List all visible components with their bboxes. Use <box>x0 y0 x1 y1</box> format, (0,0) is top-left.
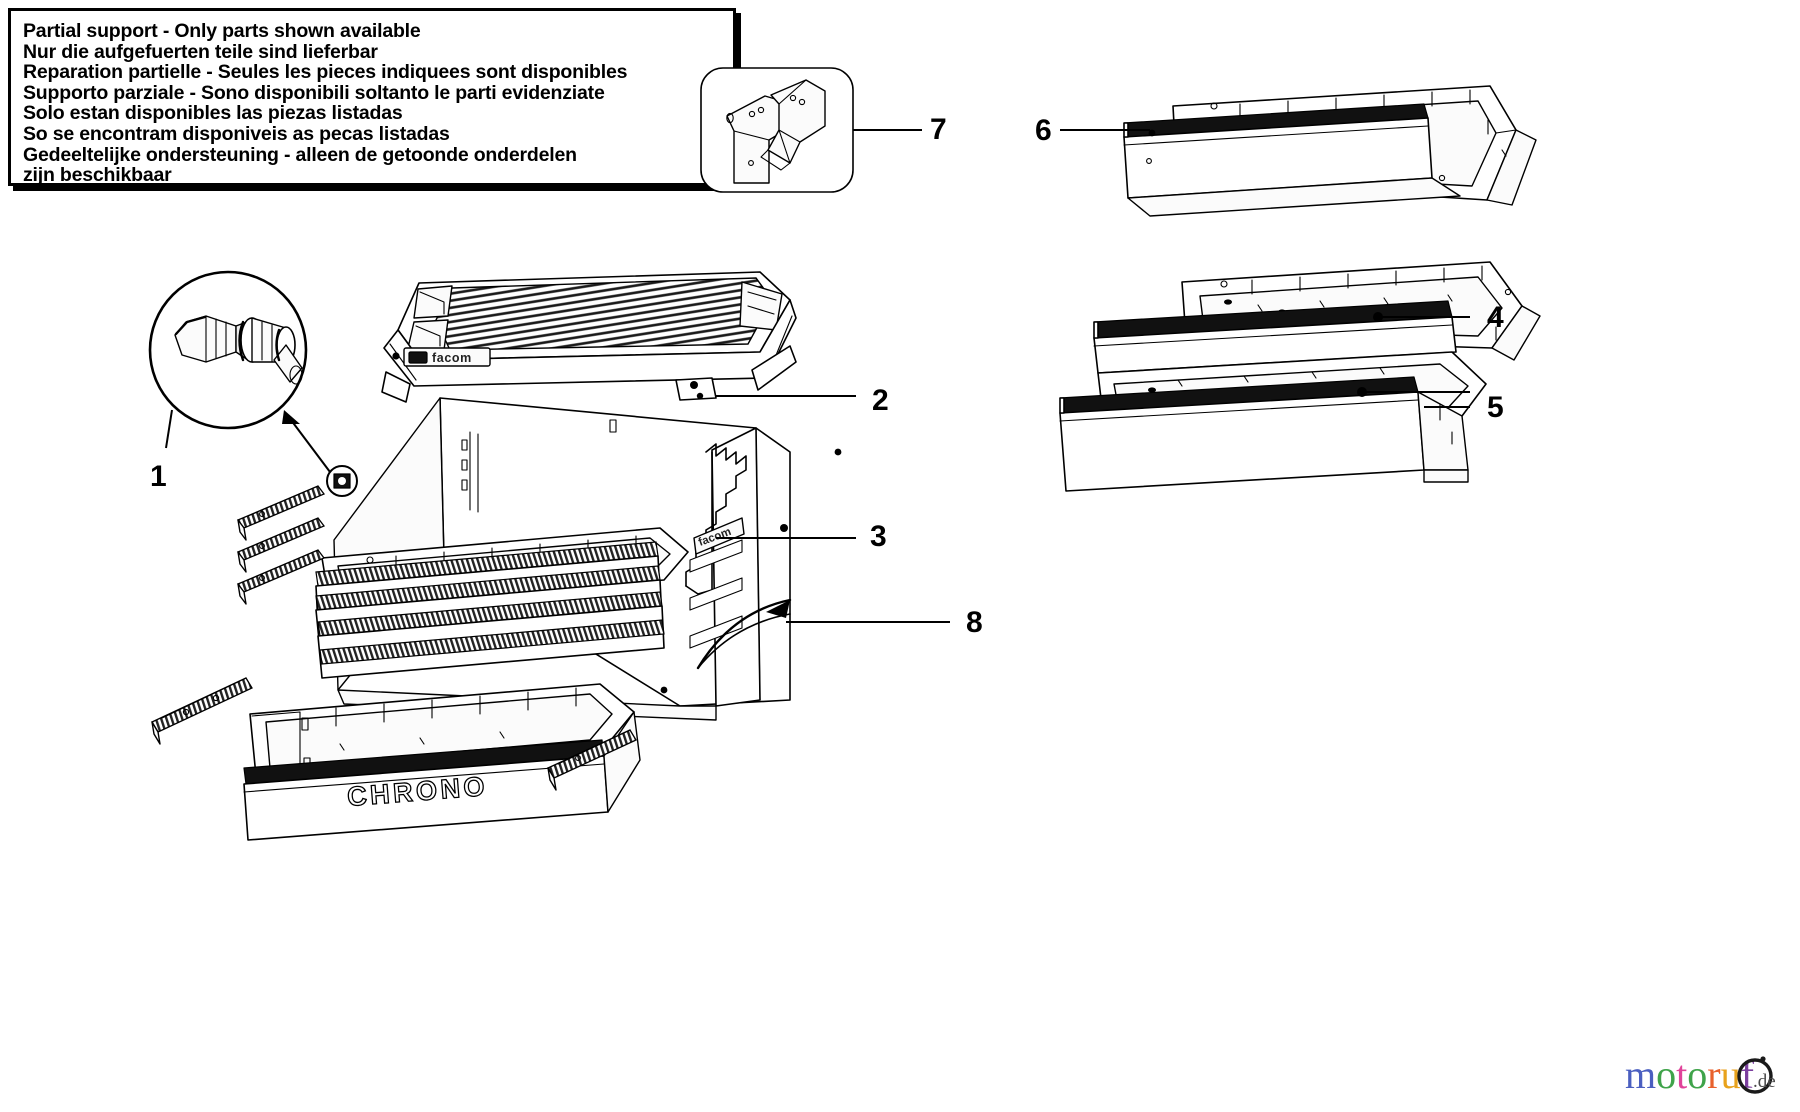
drawer-slide-rails-group <box>151 485 637 791</box>
wm-circle-icon <box>1737 1056 1773 1094</box>
callout-1: 1 <box>150 460 167 493</box>
partial-support-notice: Partial support - Only parts shown avail… <box>8 8 736 186</box>
wm-letter-o2: o <box>1687 1052 1708 1097</box>
callout-2: 2 <box>872 384 889 417</box>
worktop-facom-logo: facom <box>432 351 472 365</box>
notice-line-nl-2: zijn beschikbaar <box>23 164 172 187</box>
notice-line-es: Solo estan disponibles las piezas listad… <box>23 102 403 125</box>
wm-letter-r: r <box>1707 1052 1721 1097</box>
part-4-shallow-drawer-group <box>1093 261 1541 374</box>
part-5-deep-drawer-group <box>1059 351 1487 492</box>
notice-text-block: Partial support - Only parts shown avail… <box>11 11 733 186</box>
cabinet-facom-logo: facom <box>693 517 745 555</box>
wm-letter-u: u <box>1720 1052 1741 1097</box>
callout-8: 8 <box>966 606 983 639</box>
wm-letter-t: t <box>1676 1052 1688 1097</box>
callout-4: 4 <box>1487 301 1504 334</box>
cabinet-lock-icon <box>326 465 358 497</box>
callout-5: 5 <box>1487 391 1504 424</box>
part-2-worktop-group: facom <box>381 271 856 403</box>
part-6-drawer-frame-group <box>1060 85 1537 217</box>
notice-line-en: Partial support - Only parts shown avail… <box>23 20 421 42</box>
wm-letter-o1: o <box>1656 1052 1677 1097</box>
notice-line-pt: So se encontram disponiveis as pecas lis… <box>23 122 450 145</box>
wm-letter-m: m <box>1625 1052 1657 1097</box>
notice-line-nl-1: Gedeeltelijke ondersteuning - alleen de … <box>23 143 577 166</box>
wm-suffix: .de <box>1753 1071 1776 1092</box>
callout-3: 3 <box>870 520 887 553</box>
part-8-side-trim-group <box>696 598 950 670</box>
part-1-lock-detail-group <box>148 270 331 473</box>
cabinet-drawer-stack: CHRONO <box>243 527 689 841</box>
callout-7: 7 <box>930 113 947 146</box>
callout-6: 6 <box>1035 114 1052 147</box>
notice-line-fr: Reparation partielle - Seules les pieces… <box>23 61 628 84</box>
notice-line-de: Nur die aufgefuerten teile sind lieferba… <box>23 40 378 63</box>
motoruf-watermark: motoruf <box>1625 1055 1754 1095</box>
part-7-bracket-group <box>700 67 922 193</box>
notice-line-it: Supporto parziale - Sono disponibili sol… <box>23 81 605 104</box>
